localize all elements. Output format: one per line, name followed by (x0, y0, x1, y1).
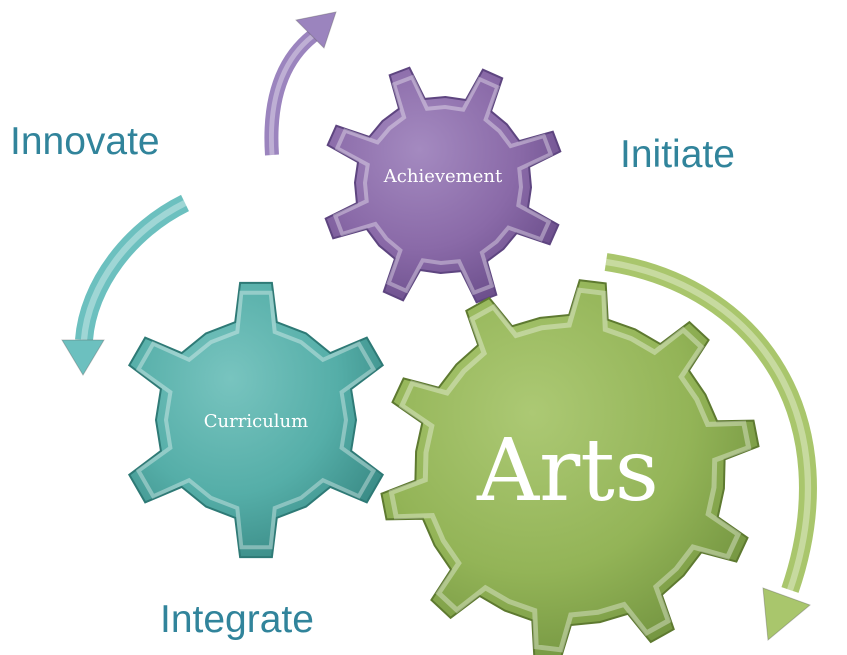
arrow-teal-shine (80, 200, 187, 341)
achievement-gear-body (324, 66, 562, 304)
arrow-green-shaft (604, 253, 817, 593)
cycle-arrow-green (604, 253, 817, 641)
initiate-label: Initiate (620, 133, 735, 176)
arts-gear-highlight (388, 287, 752, 653)
achievement-gear-highlight (332, 74, 554, 296)
curriculum-gear-body (127, 281, 385, 559)
integrate-label: Integrate (160, 598, 314, 641)
arrow-teal-shaft (75, 194, 190, 341)
curriculum-gear-label: Curriculum (204, 411, 308, 432)
arts-gear: Arts (380, 279, 760, 655)
curriculum-gear-highlight (135, 290, 377, 550)
arrow-purple-shine (268, 29, 320, 156)
cycle-arrow-teal (61, 194, 190, 376)
curriculum-gear: Curriculum (127, 281, 385, 559)
arrow-purple-shaft (264, 26, 323, 156)
arrow-purple-head (294, 11, 337, 49)
achievement-gear: Achievement (324, 66, 562, 304)
arts-gear-body (380, 279, 760, 655)
innovate-label: Innovate (10, 120, 160, 163)
achievement-gear-label: Achievement (383, 166, 503, 187)
arrow-green-shine (605, 258, 812, 592)
arrow-teal-head (61, 339, 105, 376)
arrow-green-head (762, 587, 811, 641)
cycle-arrow-purple (264, 11, 337, 156)
arts-gear-label: Arts (476, 421, 659, 521)
